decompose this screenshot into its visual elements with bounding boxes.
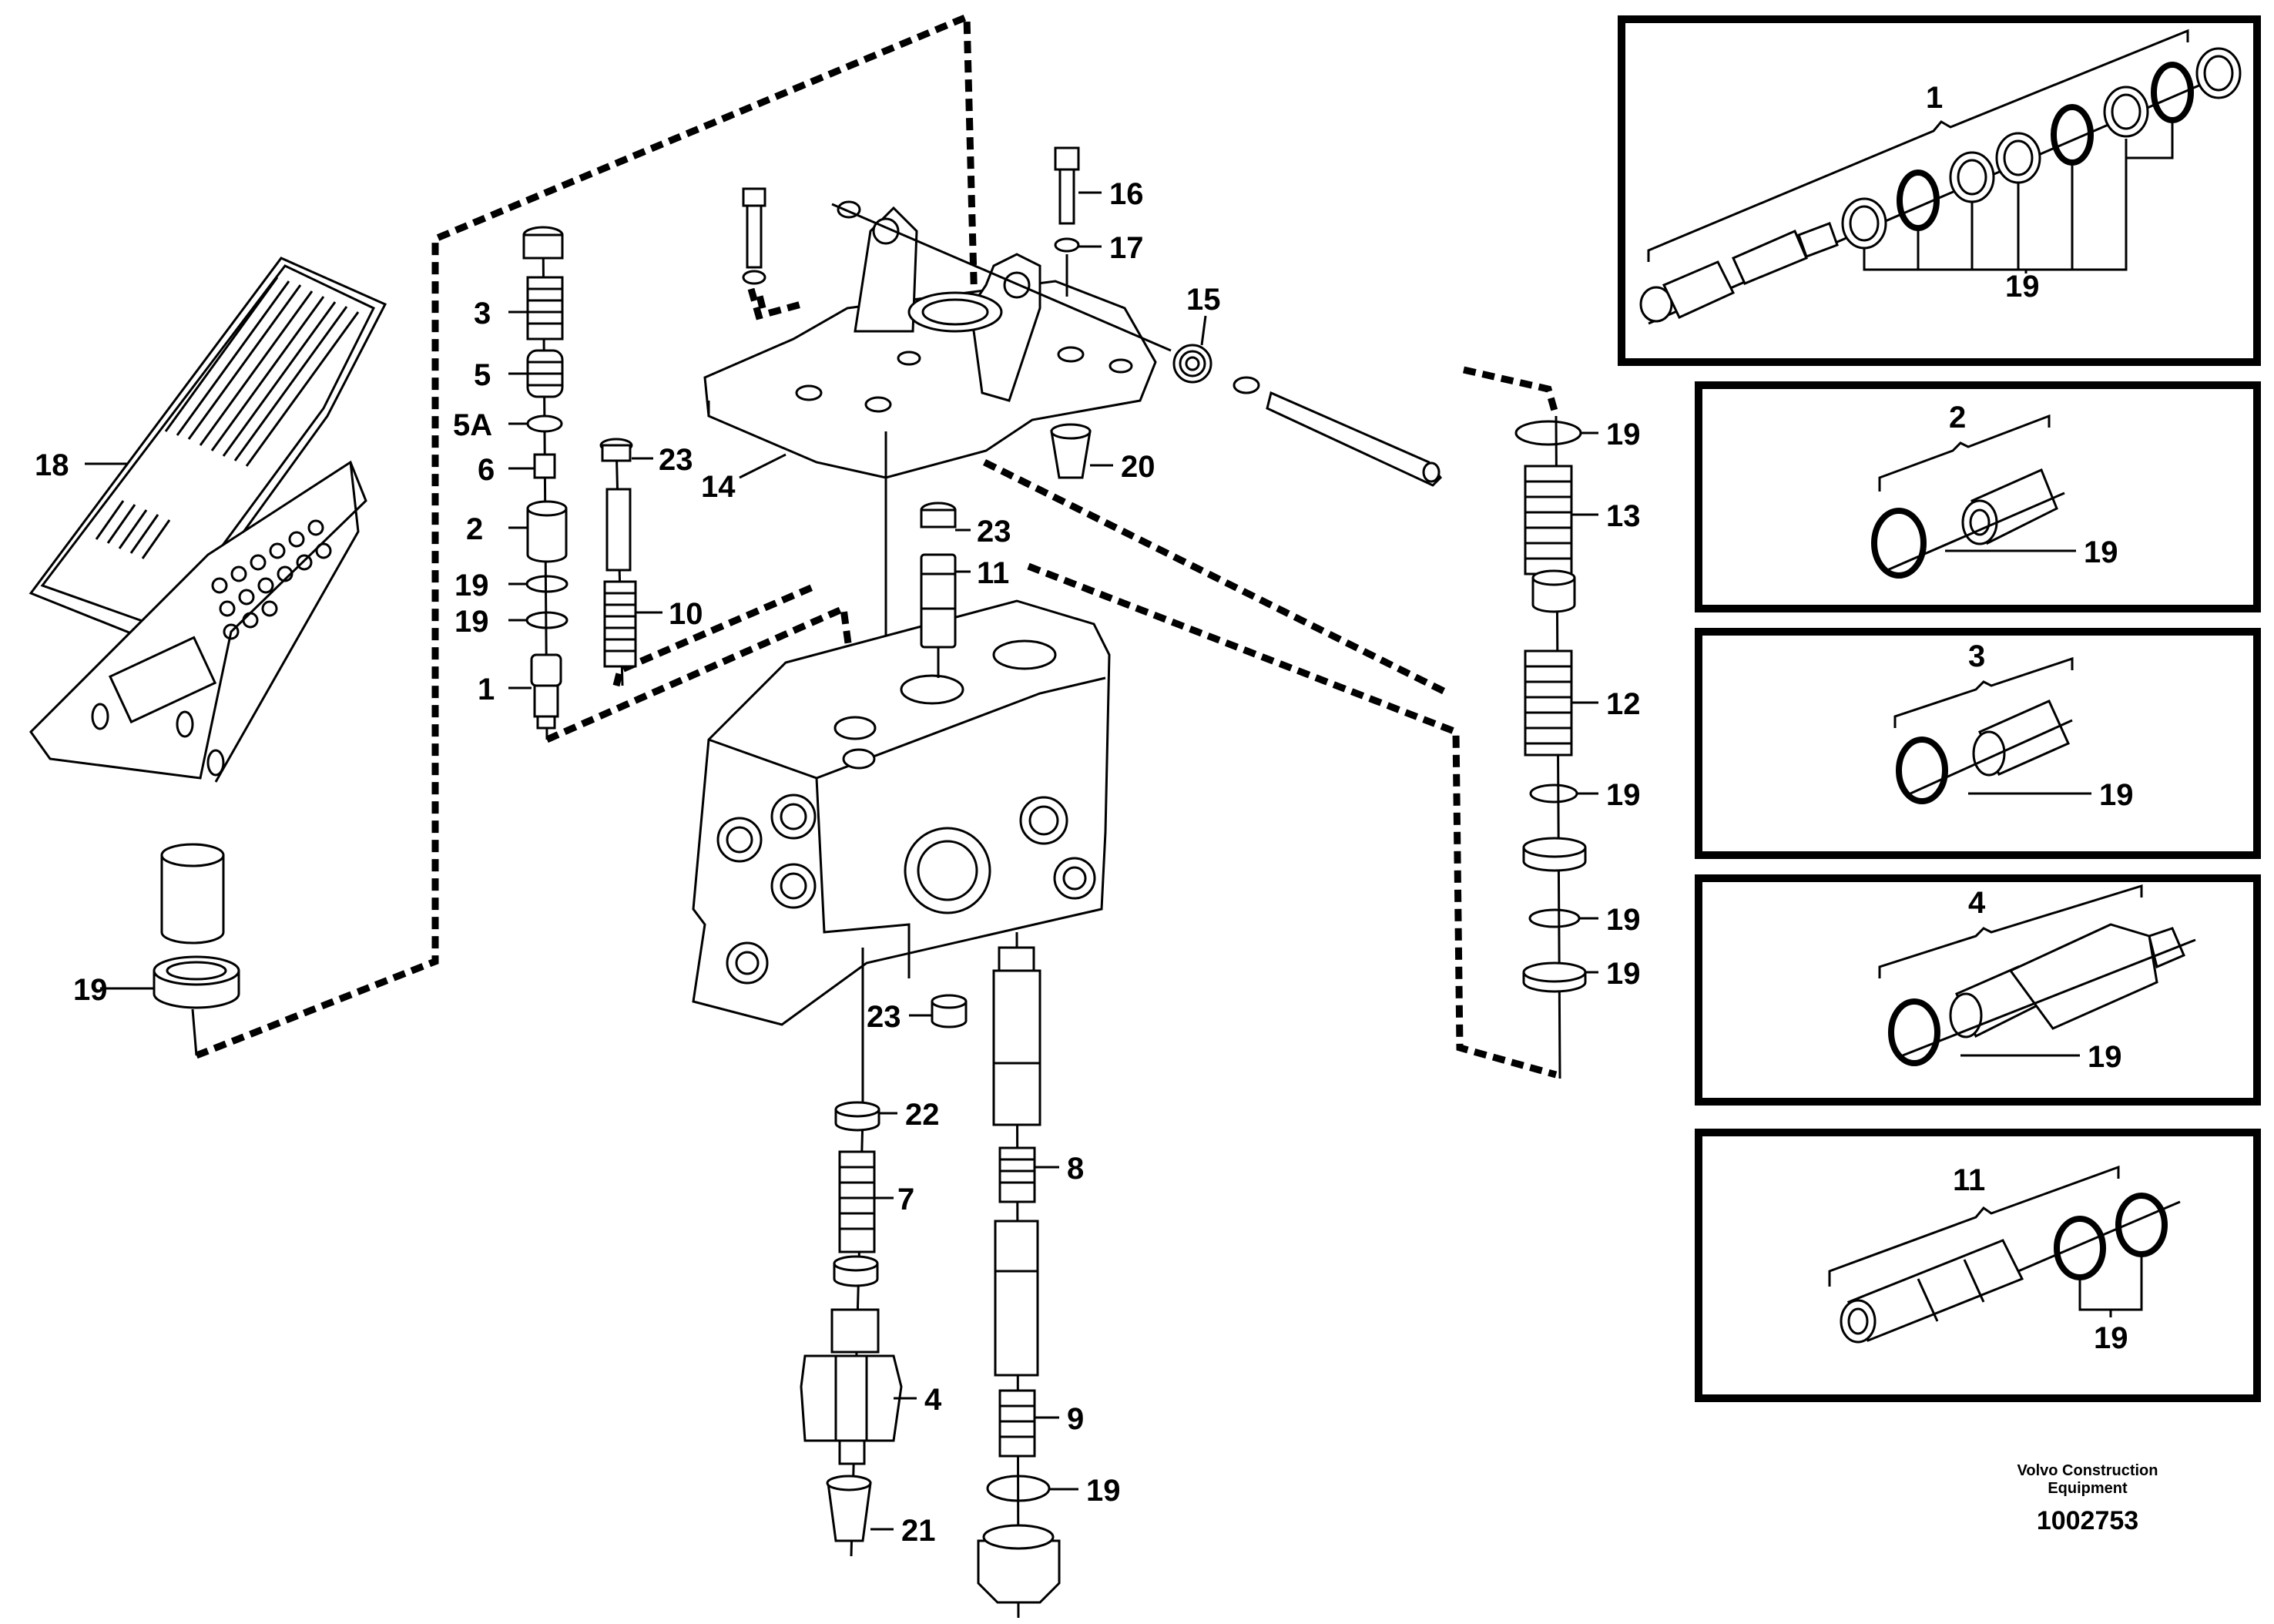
callout-3: 3 xyxy=(474,297,491,331)
callout-19-r3: 19 xyxy=(1606,903,1641,937)
company-name-line2: Equipment xyxy=(2048,1480,2128,1497)
detail-1-title: 1 xyxy=(1926,81,1943,115)
accelerator-pedal xyxy=(29,257,387,1056)
bolt-16-washer-17 xyxy=(1054,146,1080,297)
callout-22: 22 xyxy=(905,1098,940,1132)
callout-19-a: 19 xyxy=(454,569,489,602)
callout-23-low: 23 xyxy=(867,1000,901,1034)
callout-1: 1 xyxy=(478,673,495,706)
callout-16: 16 xyxy=(1109,177,1144,211)
callout-21: 21 xyxy=(901,1514,936,1548)
callout-18: 18 xyxy=(35,448,69,482)
detail-11-title: 11 xyxy=(1953,1163,1985,1197)
detail-2-title: 2 xyxy=(1949,401,1966,435)
callout-19-lower: 19 xyxy=(1086,1474,1121,1508)
callout-14: 14 xyxy=(701,470,736,504)
right-spring-stack xyxy=(1514,415,1587,1079)
callout-19-r1: 19 xyxy=(1606,418,1641,451)
footer: Volvo Construction Equipment 1002753 xyxy=(2017,1462,2158,1535)
callout-19-r2: 19 xyxy=(1606,778,1641,812)
detail-4-seal-label: 19 xyxy=(2088,1040,2122,1074)
detail-box-1: 1 19 xyxy=(1618,15,2261,366)
callout-5a: 5A xyxy=(453,408,492,442)
callout-7: 7 xyxy=(897,1183,914,1216)
mounting-plate xyxy=(703,200,1172,755)
torsion-spring-and-shaft xyxy=(1172,344,1442,487)
detail-box-3: 3 19 xyxy=(1695,628,2261,859)
callout-15: 15 xyxy=(1186,283,1221,317)
pedal-grip-ribs xyxy=(95,277,360,559)
callout-20: 20 xyxy=(1121,450,1155,484)
callout-2: 2 xyxy=(466,512,483,546)
drawing-number: 1002753 xyxy=(2037,1506,2138,1535)
detail-box-2: 2 19 xyxy=(1695,381,2261,612)
plug-20 xyxy=(1050,423,1092,479)
callout-9: 9 xyxy=(1067,1402,1084,1436)
detail-box-11: 11 19 xyxy=(1695,1129,2261,1402)
callout-10: 10 xyxy=(669,597,703,631)
valve-body xyxy=(692,599,1111,1117)
callout-19-b: 19 xyxy=(454,605,489,639)
pedal-holes xyxy=(211,519,332,640)
detail-2-seal-label: 19 xyxy=(2084,535,2118,569)
callout-5: 5 xyxy=(474,358,491,392)
detail-11-seal-label: 19 xyxy=(2094,1321,2128,1355)
spool-11-and-plug-23 xyxy=(920,502,957,678)
callout-11: 11 xyxy=(977,556,1009,590)
callout-13: 13 xyxy=(1606,499,1641,533)
detail-4-title: 4 xyxy=(1968,886,1986,920)
callout-17: 17 xyxy=(1109,231,1144,265)
detail-1-seal-label: 19 xyxy=(2005,270,2040,304)
detail-3-seal-label: 19 xyxy=(2099,778,2134,812)
bolt-plate-left xyxy=(742,187,803,320)
callout-labels: 18 19 3 5 5A 6 2 19 19 1 23 10 14 23 11 … xyxy=(35,177,1641,1548)
callout-6: 6 xyxy=(478,453,495,487)
assembly-dashed-lines xyxy=(195,12,1560,1079)
detail-box-4: 4 19 xyxy=(1695,874,2261,1106)
pin-and-spring-10 xyxy=(599,438,637,686)
callout-8: 8 xyxy=(1067,1152,1084,1186)
callout-19-r4: 19 xyxy=(1606,957,1641,991)
callout-4: 4 xyxy=(924,1383,942,1417)
left-valve-stack xyxy=(522,226,568,740)
leader-lines xyxy=(85,191,1598,1531)
plug-23-lower xyxy=(931,994,968,1028)
detail-3-title: 3 xyxy=(1968,639,1985,673)
callout-12: 12 xyxy=(1606,687,1641,721)
lower-right-stack xyxy=(977,931,1061,1619)
callout-23-top: 23 xyxy=(659,443,693,477)
callout-23-mid: 23 xyxy=(977,515,1011,549)
callout-19-pedal: 19 xyxy=(73,973,108,1007)
company-name-line1: Volvo Construction xyxy=(2017,1462,2158,1479)
lower-center-stack xyxy=(800,1101,903,1557)
